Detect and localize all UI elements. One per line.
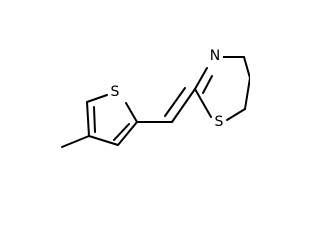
svg-text:N: N [210,48,220,64]
atom-label-s-thiazine: S [212,112,226,130]
svg-text:S: S [111,84,120,100]
molecule-structure: S N S [61,46,250,148]
methyl-bond [61,135,90,148]
bond-s-c2 [194,88,212,118]
bond-c2-n-inner [202,75,213,94]
bond-c2-c3 [117,121,138,146]
thiophene-ring [86,94,138,146]
thiazine-ring [194,56,250,121]
bond-c5-c6 [244,77,250,110]
bond-c4-c5 [86,101,90,137]
bond-c3-c4 [88,135,119,146]
bond-vinyl-double-inner [164,87,186,117]
bond-vinyl-double-outer [171,88,196,123]
bond-c3-c3-inner [113,123,130,141]
atom-label-n-thiazine: N [207,46,223,64]
vinyl-linker [136,87,196,123]
bond-c5-s [86,94,108,103]
svg-text:S: S [215,114,224,130]
bond-c6-s [226,108,246,121]
bond-c5-c5-inner [93,106,96,133]
bond-c2-n-outer [194,67,208,90]
bond-s-c2 [125,102,138,123]
atom-label-s-thiophene: S [108,82,122,100]
bond-c4-c5 [243,56,250,79]
